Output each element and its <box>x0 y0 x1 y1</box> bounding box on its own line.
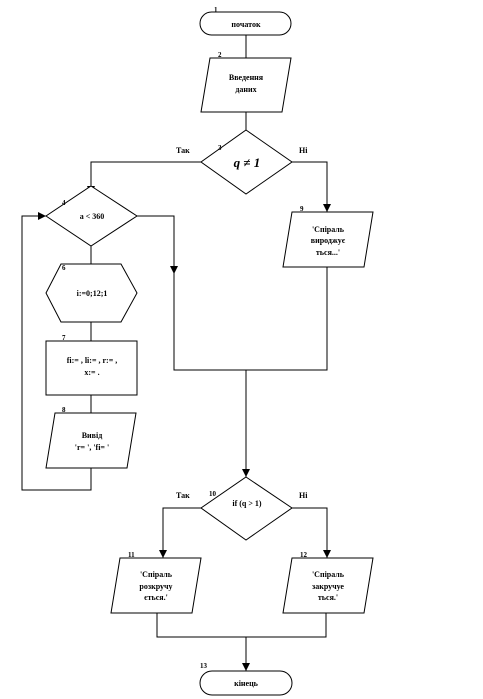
svg-text:x:= .: x:= . <box>84 368 99 377</box>
svg-text:3: 3 <box>218 144 222 152</box>
edge-loop-back <box>21 215 92 491</box>
node-decision-q-greater: 10 if (q > 1) Так Ні <box>176 476 308 541</box>
svg-text:початок: початок <box>231 20 261 29</box>
svg-text:закручуе: закручуе <box>312 582 344 591</box>
svg-text:9: 9 <box>300 205 304 213</box>
node-end: 13 кінець <box>199 662 293 696</box>
edge-4-exit <box>137 215 246 371</box>
svg-text:1: 1 <box>214 6 218 14</box>
svg-text:6: 6 <box>62 264 66 272</box>
svg-text:2: 2 <box>218 51 222 59</box>
node-for-loop: 6 i:=0;12;1 <box>45 263 138 323</box>
edge-11-12-merge <box>156 613 327 638</box>
svg-text:даних: даних <box>235 85 256 94</box>
arrow-into-10 <box>242 469 250 477</box>
edge-9-merge <box>246 267 328 371</box>
svg-text:12: 12 <box>300 551 308 559</box>
svg-text:'Спіраль: 'Спіраль <box>140 570 173 579</box>
node-message-degenerate: 9 'Спіраль вироджує ться...' <box>282 205 374 268</box>
node-message-winding: 12 'Спіраль закручуе ться.' <box>282 551 374 614</box>
svg-text:i:=0;12;1: i:=0;12;1 <box>77 289 108 298</box>
arrow-into-13 <box>242 663 250 671</box>
edge-10-yes <box>162 507 201 558</box>
node-decision-q: 3 q ≠ 1 Так Ні <box>176 129 308 195</box>
node-loop-condition: 4 a < 360 <box>45 185 138 247</box>
edge-3-yes <box>90 161 201 186</box>
arrow-into-11 <box>159 550 167 558</box>
svg-text:a < 360: a < 360 <box>80 212 105 221</box>
svg-text:q ≠ 1: q ≠ 1 <box>234 155 261 170</box>
node-output: 8 Вивід 'r= ', 'fi= ' <box>45 406 137 469</box>
arrow-loop-exit <box>170 266 178 274</box>
edge-10-no <box>292 507 328 558</box>
branch-yes-label-2: Так <box>176 491 190 500</box>
connectors <box>21 35 328 671</box>
svg-text:ється.': ється.' <box>144 593 168 602</box>
arrowheads <box>38 186 331 671</box>
arrow-into-9 <box>323 204 331 212</box>
svg-text:10: 10 <box>209 490 217 498</box>
branch-no-label: Ні <box>299 146 308 155</box>
edge-3-no <box>292 161 328 212</box>
node-message-unwinding: 11 'Спіраль розкручу ється.' <box>110 551 202 614</box>
svg-text:if (q > 1): if (q > 1) <box>232 499 262 508</box>
svg-text:Вивід: Вивід <box>82 431 103 440</box>
svg-text:ться...': ться...' <box>316 248 340 257</box>
svg-text:кінець: кінець <box>234 679 259 688</box>
svg-text:4: 4 <box>62 199 66 207</box>
svg-text:'r= ', 'fi= ': 'r= ', 'fi= ' <box>75 443 109 452</box>
svg-text:'Спіраль: 'Спіраль <box>312 570 345 579</box>
svg-text:8: 8 <box>62 406 66 414</box>
svg-text:7: 7 <box>62 334 66 342</box>
branch-yes-label: Так <box>176 146 190 155</box>
arrow-loop-into-4 <box>38 212 46 220</box>
node-input-data: 2 Введення даних <box>200 51 292 113</box>
svg-text:11: 11 <box>128 551 135 559</box>
svg-text:13: 13 <box>200 662 208 670</box>
node-process: 7 fi:= , li:= , r:= , x:= . <box>45 334 138 396</box>
svg-text:вироджує: вироджує <box>311 236 346 245</box>
arrow-into-12 <box>323 550 331 558</box>
svg-text:'Спіраль: 'Спіраль <box>312 225 345 234</box>
node-start: 1 початок <box>199 6 292 36</box>
branch-no-label-2: Ні <box>299 491 308 500</box>
svg-text:ться.': ться.' <box>318 593 338 602</box>
svg-text:розкручу: розкручу <box>139 582 172 591</box>
svg-text:fi:= , li:= , r:= ,: fi:= , li:= , r:= , <box>67 356 118 365</box>
svg-text:Введення: Введення <box>229 73 264 82</box>
